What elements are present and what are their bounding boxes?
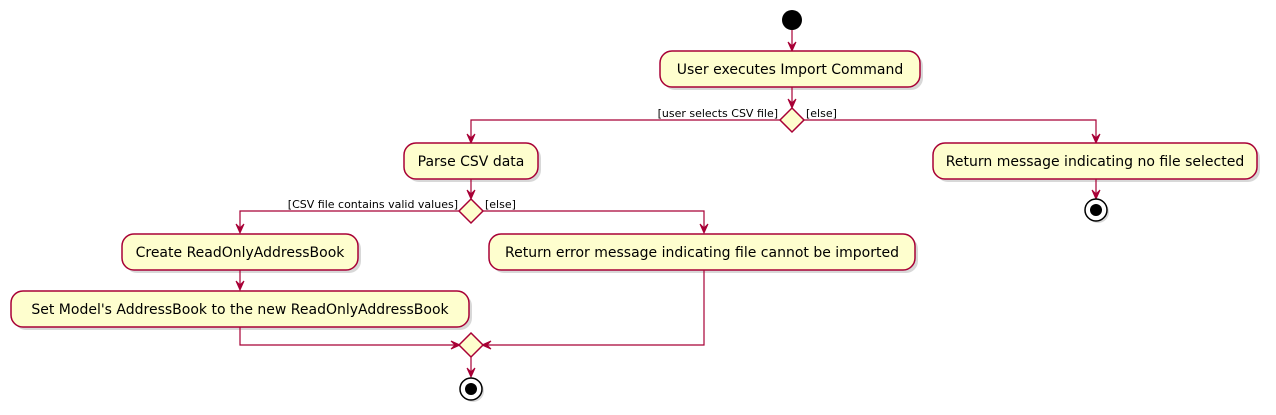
arrowhead bbox=[235, 280, 245, 292]
end-node-right bbox=[1084, 198, 1109, 223]
start-node bbox=[782, 10, 802, 30]
activity-return-no-file: Return message indicating no file select… bbox=[932, 142, 1260, 182]
edge-set-model-to-merge bbox=[239, 327, 455, 346]
activity-return-no-file-label: Return message indicating no file select… bbox=[946, 154, 1244, 170]
guard-csv-valid: [CSV file contains valid values] bbox=[288, 198, 458, 211]
guard-else-2: [else] bbox=[485, 198, 516, 211]
edge-decision1-to-no-file bbox=[804, 119, 1097, 138]
guard-else-1: [else] bbox=[806, 107, 837, 120]
decision-csv-selected bbox=[778, 106, 806, 134]
decision-csv-valid bbox=[457, 197, 485, 225]
activity-user-executes: User executes Import Command bbox=[659, 50, 923, 90]
arrowhead bbox=[787, 98, 797, 110]
arrowhead bbox=[480, 340, 492, 350]
arrowhead bbox=[1091, 133, 1101, 145]
edge-decision2-to-create bbox=[239, 210, 459, 228]
activity-return-error: Return error message indicating file can… bbox=[488, 233, 918, 273]
activity-parse-csv-label: Parse CSV data bbox=[418, 154, 525, 170]
arrowhead bbox=[699, 223, 709, 235]
activity-set-model-label: Set Model's AddressBook to the new ReadO… bbox=[31, 302, 449, 318]
edge-decision2-to-error bbox=[483, 210, 705, 228]
activity-create-readonly-label: Create ReadOnlyAddressBook bbox=[136, 245, 346, 261]
activity-set-model: Set Model's AddressBook to the new ReadO… bbox=[10, 290, 472, 330]
arrowhead bbox=[787, 41, 797, 53]
arrowhead bbox=[235, 223, 245, 235]
edge-error-to-merge bbox=[487, 270, 705, 346]
arrowhead bbox=[466, 133, 476, 145]
activity-create-readonly: Create ReadOnlyAddressBook bbox=[121, 233, 361, 273]
end-node-bottom bbox=[459, 377, 484, 402]
merge-node bbox=[457, 331, 485, 359]
arrowhead bbox=[466, 367, 476, 379]
activity-return-error-label: Return error message indicating file can… bbox=[505, 245, 899, 261]
arrowhead bbox=[466, 189, 476, 201]
activity-parse-csv: Parse CSV data bbox=[403, 142, 541, 182]
arrowhead bbox=[1091, 189, 1101, 201]
edge-decision1-to-parse bbox=[470, 119, 780, 138]
guard-user-selects-csv: [user selects CSV file] bbox=[658, 107, 778, 120]
arrowhead bbox=[450, 340, 462, 350]
activity-user-executes-label: User executes Import Command bbox=[677, 62, 903, 78]
